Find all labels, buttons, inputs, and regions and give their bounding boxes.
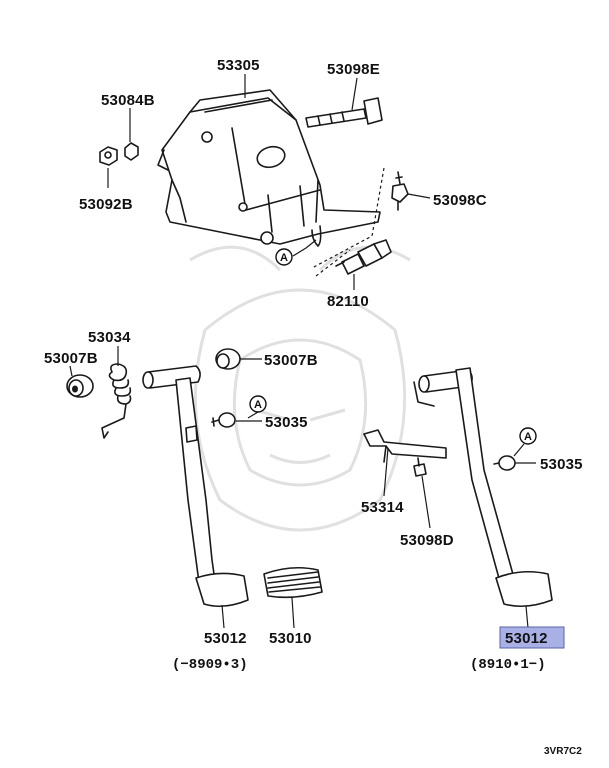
label-53035-left[interactable]: 53035 [265, 414, 308, 431]
leader-lines [69, 74, 536, 629]
label-53098c[interactable]: 53098C [433, 192, 487, 209]
pedal-pad-part [263, 566, 323, 599]
label-53007b-right[interactable]: 53007B [264, 352, 318, 369]
bracket-mount-bolt [260, 231, 274, 245]
pedal-bracket [157, 89, 381, 247]
stop-lamp-switch-part [335, 239, 392, 275]
left-pedal-part [142, 365, 249, 608]
svg-text:A: A [280, 252, 288, 264]
watermark-emblem [189, 245, 411, 532]
label-53098e[interactable]: 53098E [327, 61, 380, 78]
label-53084b[interactable]: 53084B [101, 92, 155, 109]
washer-53084b-part [124, 142, 139, 161]
label-53305[interactable]: 53305 [217, 57, 260, 74]
bracket-53314-part [363, 429, 447, 463]
svg-text:A: A [524, 431, 532, 443]
ref-mark-a-right: A [519, 427, 537, 445]
right-pedal-part [413, 367, 553, 608]
ref-mark-a-bracket: A [275, 248, 293, 266]
label-53007b-left[interactable]: 53007B [44, 350, 98, 367]
label-53314[interactable]: 53314 [361, 499, 404, 516]
nut-53092b-part [99, 146, 118, 166]
note-left-range: (−8909•3) [172, 657, 248, 673]
return-spring-part [101, 363, 132, 439]
bushing-right-part [215, 348, 241, 370]
bolt-53035-right-part [493, 455, 516, 471]
bolt-53098e-part [305, 97, 383, 128]
note-right-range: (8910•1−) [470, 657, 546, 673]
label-53012-right[interactable]: 53012 [505, 630, 548, 647]
label-53092b[interactable]: 53092B [79, 196, 133, 213]
clip-53098c-part [391, 171, 409, 211]
switch-dashed-link [311, 167, 385, 277]
label-53098d[interactable]: 53098D [400, 532, 454, 549]
label-53034[interactable]: 53034 [88, 329, 131, 346]
label-82110[interactable]: 82110 [327, 293, 369, 310]
bushing-left-part [66, 374, 94, 398]
ref-mark-a-left: A [249, 395, 267, 413]
clip-53098d-part [413, 457, 427, 477]
diagram-code: 3VR7C2 [544, 746, 582, 757]
svg-text:A: A [254, 399, 262, 411]
label-53012-left[interactable]: 53012 [204, 630, 247, 647]
label-53010[interactable]: 53010 [269, 630, 312, 647]
bolt-53035-left-part [211, 412, 236, 428]
selected-part-highlight [499, 626, 565, 649]
label-53035-right[interactable]: 53035 [540, 456, 583, 473]
